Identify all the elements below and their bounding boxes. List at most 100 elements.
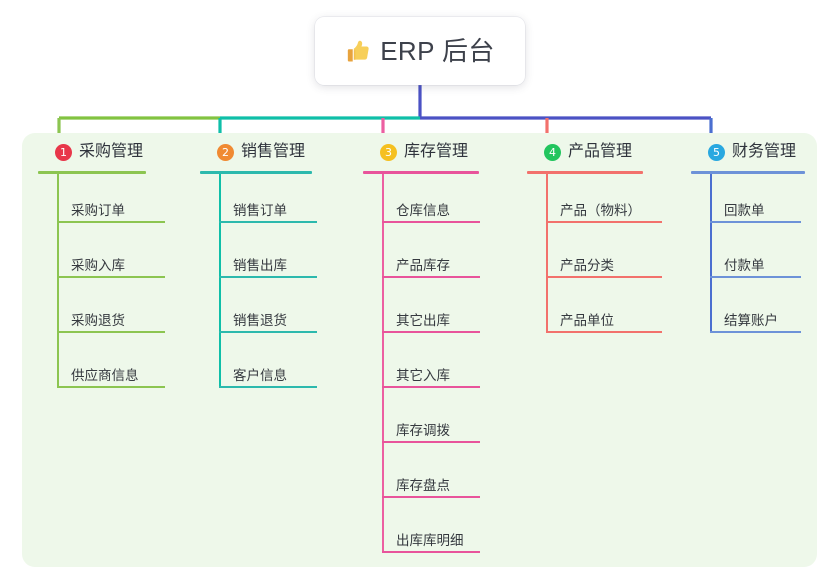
column-header-rule	[200, 171, 312, 174]
column-badge: 1	[55, 143, 72, 161]
leaf-item-rule	[382, 331, 480, 333]
root-node-content: ERP 后台	[345, 38, 495, 64]
leaf-item-label: 回款单	[724, 202, 765, 218]
leaf-item-rule	[710, 331, 801, 333]
column-4: 4 产品管理产品（物料） 产品分类产品单位	[527, 140, 662, 339]
column-1: 1 采购管理采购订单采购入库采购退货供应商信息	[38, 140, 165, 394]
column-badge: 2	[217, 143, 234, 161]
leaf-item[interactable]: 产品（物料）	[527, 174, 662, 229]
leaf-list: 仓库信息产品库存其它出库其它入库库存调拨库存盘点出库库明细	[363, 174, 480, 559]
column-header[interactable]: 1 采购管理	[38, 140, 146, 164]
column-header-rule	[38, 171, 146, 174]
leaf-item[interactable]: 出库库明细	[363, 504, 480, 559]
leaf-item[interactable]: 销售订单	[200, 174, 317, 229]
leaf-item-rule	[57, 221, 165, 223]
root-node[interactable]: ERP 后台	[315, 17, 525, 85]
leaf-item-label: 其它出库	[396, 312, 450, 328]
leaf-item-label: 库存盘点	[396, 477, 450, 493]
column-header[interactable]: 3 库存管理	[363, 140, 479, 164]
root-node-title: ERP 后台	[380, 36, 495, 66]
column-2: 2 销售管理销售订单销售出库销售退货客户信息	[200, 140, 317, 394]
leaf-item-rule	[382, 276, 480, 278]
leaf-item[interactable]: 仓库信息	[363, 174, 480, 229]
leaf-item-rule	[219, 276, 317, 278]
column-title: 采购管理	[79, 143, 144, 160]
leaf-item[interactable]: 销售出库	[200, 229, 317, 284]
leaf-list: 回款单付款单结算账户	[691, 174, 805, 339]
leaf-item[interactable]: 客户信息	[200, 339, 317, 394]
thumbs-up-icon	[348, 40, 369, 62]
leaf-item-rule	[546, 276, 662, 278]
leaf-list: 采购订单采购入库采购退货供应商信息	[38, 174, 165, 394]
leaf-item[interactable]: 回款单	[691, 174, 805, 229]
leaf-spine	[57, 174, 59, 388]
column-header[interactable]: 2 销售管理	[200, 140, 312, 164]
column-header-rule	[363, 171, 479, 174]
leaf-item-label: 其它入库	[396, 367, 450, 383]
leaf-item[interactable]: 其它入库	[363, 339, 480, 394]
column-title: 财务管理	[732, 143, 797, 160]
leaf-item-label: 采购退货	[71, 312, 125, 328]
leaf-item-rule	[710, 276, 801, 278]
leaf-item[interactable]: 供应商信息	[38, 339, 165, 394]
leaf-item-label: 出库库明细	[396, 532, 464, 548]
leaf-item-rule	[57, 276, 165, 278]
leaf-item-rule	[57, 331, 165, 333]
leaf-item-rule	[546, 221, 662, 223]
column-5: 5 财务管理回款单付款单结算账户	[691, 140, 805, 339]
leaf-spine	[546, 174, 548, 333]
leaf-item-rule	[219, 221, 317, 223]
leaf-list: 销售订单销售出库销售退货客户信息	[200, 174, 317, 394]
leaf-item-rule	[710, 221, 801, 223]
column-header[interactable]: 5 财务管理	[691, 140, 805, 164]
leaf-item-label: 库存调拨	[396, 422, 450, 438]
leaf-item[interactable]: 产品分类	[527, 229, 662, 284]
leaf-spine	[710, 174, 712, 333]
column-header-rule	[527, 171, 643, 174]
leaf-item-label: 采购订单	[71, 202, 125, 218]
column-badge: 3	[380, 143, 397, 161]
leaf-item-rule	[219, 331, 317, 333]
leaf-item-rule	[57, 386, 165, 388]
leaf-item-label: 付款单	[724, 257, 765, 273]
leaf-item-label: 仓库信息	[396, 202, 450, 218]
leaf-item-rule	[546, 331, 662, 333]
leaf-item-label: 产品分类	[560, 257, 614, 273]
leaf-spine	[382, 174, 384, 553]
leaf-item-label: 采购入库	[71, 257, 125, 273]
column-title: 库存管理	[404, 143, 469, 160]
leaf-item[interactable]: 结算账户	[691, 284, 805, 339]
leaf-item-rule	[382, 386, 480, 388]
leaf-item-rule	[219, 386, 317, 388]
leaf-spine	[219, 174, 221, 388]
column-header-rule	[691, 171, 805, 174]
leaf-item-label: 产品库存	[396, 257, 450, 273]
column-title: 产品管理	[568, 143, 633, 160]
leaf-item-label: 产品（物料）	[560, 202, 641, 218]
column-title: 销售管理	[241, 143, 306, 160]
leaf-item-rule	[382, 441, 480, 443]
leaf-item[interactable]: 采购退货	[38, 284, 165, 339]
leaf-item[interactable]: 产品单位	[527, 284, 662, 339]
leaf-item-label: 结算账户	[724, 312, 778, 328]
leaf-item-rule	[382, 496, 480, 498]
leaf-item-rule	[382, 221, 480, 223]
leaf-item-rule	[382, 551, 480, 553]
leaf-item[interactable]: 产品库存	[363, 229, 480, 284]
leaf-item-label: 销售订单	[233, 202, 287, 218]
leaf-item[interactable]: 采购订单	[38, 174, 165, 229]
diagram-panel	[22, 133, 817, 567]
leaf-item[interactable]: 采购入库	[38, 229, 165, 284]
leaf-item[interactable]: 销售退货	[200, 284, 317, 339]
column-badge: 4	[544, 143, 561, 161]
leaf-item-label: 销售退货	[233, 312, 287, 328]
leaf-item[interactable]: 其它出库	[363, 284, 480, 339]
leaf-item[interactable]: 库存调拨	[363, 394, 480, 449]
leaf-item[interactable]: 付款单	[691, 229, 805, 284]
leaf-item[interactable]: 库存盘点	[363, 449, 480, 504]
leaf-list: 产品（物料） 产品分类产品单位	[527, 174, 662, 339]
leaf-item-label: 销售出库	[233, 257, 287, 273]
leaf-item-label: 产品单位	[560, 312, 614, 328]
column-header[interactable]: 4 产品管理	[527, 140, 643, 164]
column-badge: 5	[708, 143, 725, 161]
